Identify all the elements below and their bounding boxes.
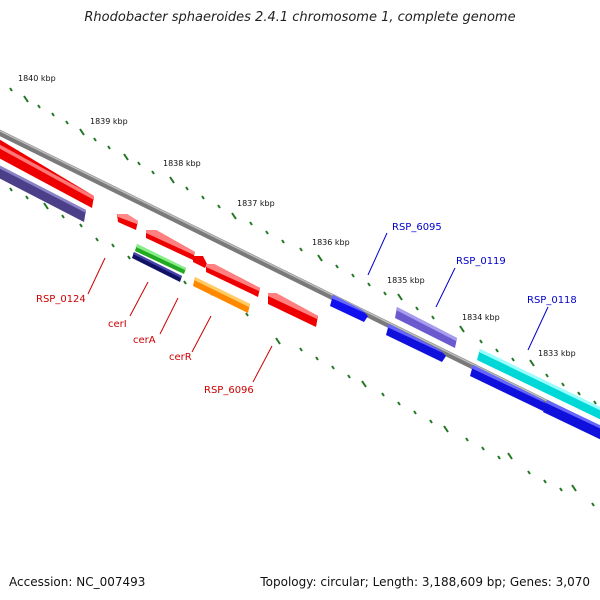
gene-label-cerI[interactable]: cerI [108, 319, 127, 330]
gene-label-RSP-0118[interactable]: RSP_0118 [527, 295, 577, 306]
bottom-leaders [87, 257, 273, 383]
scale-label-1835: 1835 kbp [387, 276, 425, 285]
gene-labels-top: RSP_6095 RSP_0119 RSP_0118 [392, 222, 577, 306]
scale-track [9, 87, 597, 405]
accession-text: Accession: NC_007493 [9, 575, 146, 589]
scale-labels: 1840 kbp 1839 kbp 1838 kbp 1837 kbp 1836… [18, 74, 576, 358]
gene-label-cerR[interactable]: cerR [169, 352, 192, 363]
genome-summary-text: Topology: circular; Length: 3,188,609 bp… [260, 575, 590, 589]
gene-label-RSP-0124[interactable]: RSP_0124 [36, 294, 86, 305]
gene-red-4 [193, 256, 207, 268]
scale-label-1833: 1833 kbp [538, 349, 576, 358]
gene-labels-bottom: RSP_0124 cerI cerA cerR RSP_6096 [36, 294, 254, 396]
gene-RSP-0118 [477, 349, 600, 420]
genes [0, 139, 600, 440]
gene-label-RSP-6095[interactable]: RSP_6095 [392, 222, 442, 233]
scale-label-1836: 1836 kbp [312, 238, 350, 247]
scale-label-1839: 1839 kbp [90, 117, 128, 126]
scale-label-1834: 1834 kbp [462, 313, 500, 322]
top-leaders [367, 232, 549, 351]
gene-label-cerA[interactable]: cerA [133, 335, 156, 346]
scale-label-1837: 1837 kbp [237, 199, 275, 208]
gene-blue-4 [543, 400, 600, 440]
genome-title: Rhodobacter sphaeroides 2.4.1 chromosome… [84, 10, 516, 25]
gene-label-RSP-0119[interactable]: RSP_0119 [456, 256, 506, 267]
scale-label-1838: 1838 kbp [163, 159, 201, 168]
scale-label-1840: 1840 kbp [18, 74, 56, 83]
scale-track-lower [9, 187, 595, 507]
gene-label-RSP-6096[interactable]: RSP_6096 [204, 385, 254, 396]
